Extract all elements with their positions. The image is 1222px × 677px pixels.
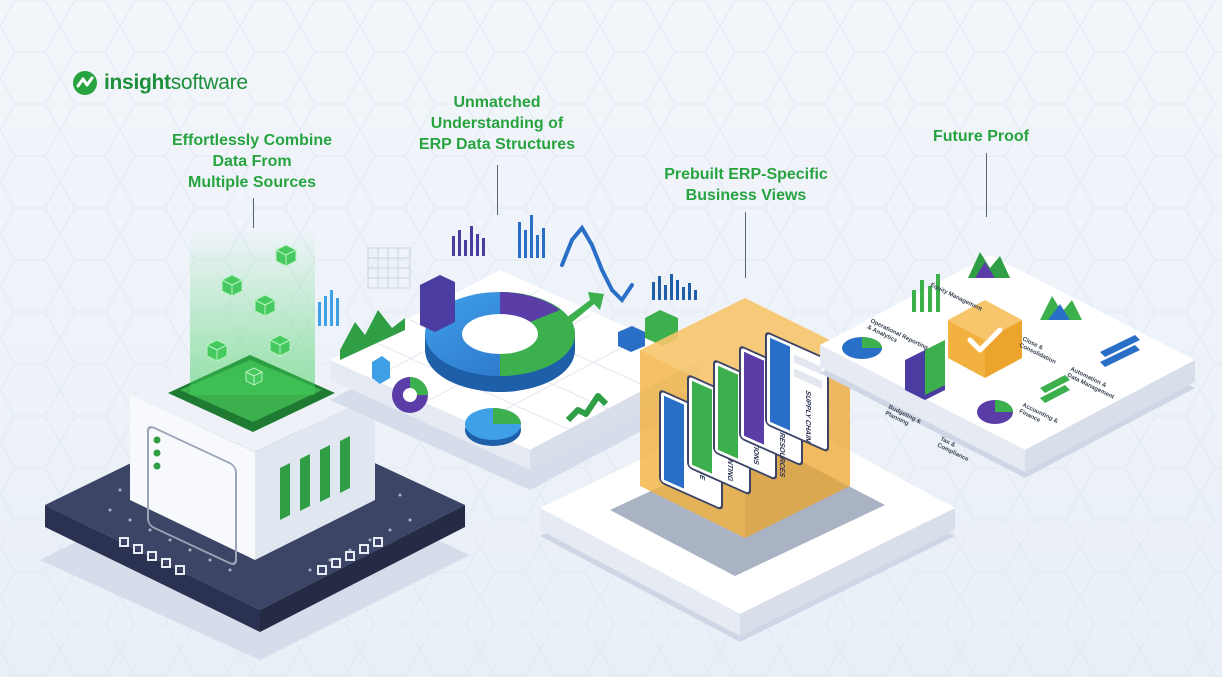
data-sources-platform — [40, 230, 470, 660]
heading-erp-understanding: Unmatched Understanding of ERP Data Stru… — [418, 94, 576, 153]
heading-future-proof: Future Proof — [933, 128, 1029, 145]
server-door — [147, 426, 237, 565]
future-proof-platform — [820, 252, 1195, 478]
heading-combine-data: Effortlessly Combine Data From Multiple … — [171, 132, 333, 191]
insightsoftware-logo-icon — [73, 71, 97, 95]
connector-line-future-proof — [986, 153, 987, 217]
business-view-card: SUPPLY CHAIN — [765, 332, 829, 452]
heading-business-views: Prebuilt ERP-Specific Business Views — [664, 166, 828, 204]
connector-line-understanding — [497, 165, 498, 215]
data-structures-platform — [318, 215, 700, 490]
business-view-card-label: SUPPLY CHAIN — [804, 389, 813, 444]
brand-logo: insightsoftware — [72, 70, 248, 96]
brand-wordmark: insightsoftware — [104, 71, 248, 94]
business-view-cards: FINANCEACCOUNTINGOPERATIONSHUMAN RESOURC… — [659, 332, 829, 510]
business-view-card-label: HUMAN RESOURCES — [778, 403, 787, 479]
connector-line-business-views — [745, 212, 746, 278]
checkmark-icon — [967, 327, 1003, 353]
connector-line-combine — [253, 198, 254, 228]
